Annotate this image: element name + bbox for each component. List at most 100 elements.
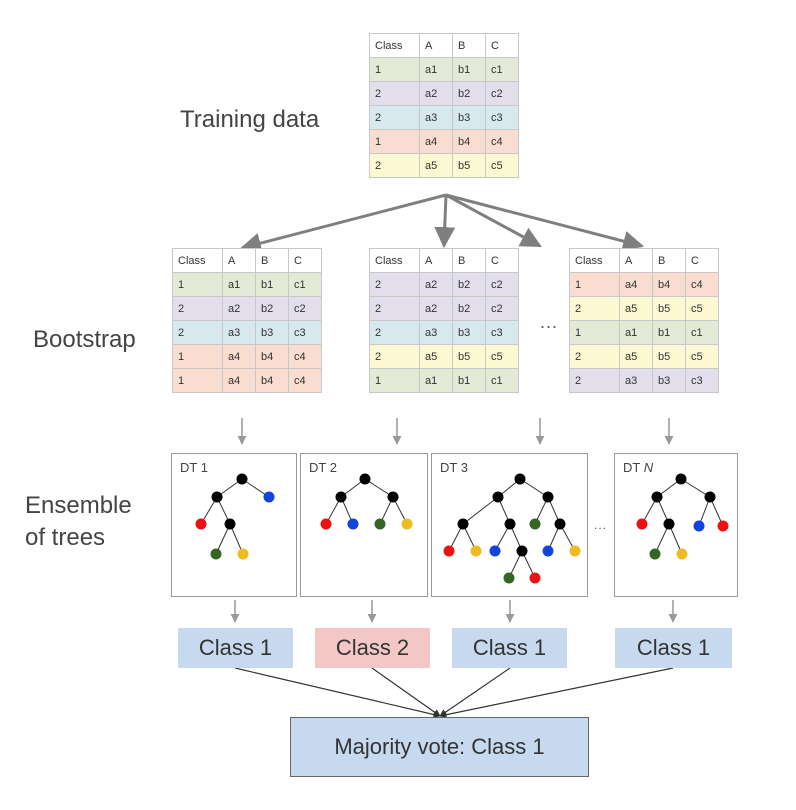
table-cell: 1: [569, 272, 620, 297]
tree-graph-dt3: [443, 473, 581, 584]
table-cell: b4: [452, 129, 486, 154]
tree-title-dt2: DT 2: [309, 460, 337, 475]
vote-arrow-2: [371, 667, 441, 717]
table-cell: a3: [419, 320, 453, 345]
table-cell: 1: [172, 344, 223, 369]
tree-title-dt1: DT 1: [180, 460, 208, 475]
table-cell: b3: [255, 320, 289, 345]
table-cell: c4: [485, 129, 519, 154]
header-cell: A: [222, 248, 256, 273]
header-cell: C: [288, 248, 322, 273]
tree-leaf-yellow: [470, 545, 482, 557]
table-cell: 2: [369, 344, 420, 369]
result-class-dtn: Class 1: [615, 628, 732, 668]
table-cell: a1: [419, 368, 453, 393]
ensemble-label-line2: of trees: [25, 524, 106, 551]
tree-node: [675, 473, 687, 485]
table-cell: c4: [685, 272, 719, 297]
table-cell: c1: [485, 57, 519, 82]
tree-nodes-dt3: [443, 473, 581, 584]
table-cell: b2: [452, 81, 486, 106]
table-cell: a1: [222, 272, 256, 297]
header-cell: A: [419, 248, 453, 273]
vote-arrow-1: [234, 667, 441, 719]
tree-graph-dt1: [195, 473, 275, 560]
arrow-to-bootstrap-1: [239, 193, 447, 254]
result-class-dt1: Class 1: [178, 628, 293, 668]
tree-graph-dtn: [636, 473, 729, 560]
table-cell: a5: [619, 344, 653, 369]
tree-leaf-yellow: [569, 545, 581, 557]
header-cell: B: [452, 33, 486, 58]
tree-graph-dt2: [320, 473, 413, 530]
ensemble-label-line1: Ensemble: [25, 492, 132, 519]
bootstrap-label: Bootstrap: [33, 326, 136, 353]
tree-box-dt1: DT 1: [171, 453, 297, 597]
tree-node: [542, 491, 554, 503]
table-cell: b1: [452, 57, 486, 82]
table-cell: c4: [288, 344, 322, 369]
table-cell: b2: [452, 296, 486, 321]
table-cell: 2: [369, 272, 420, 297]
arrow-to-bootstrap-2: [434, 194, 456, 249]
tree-leaf-blue: [542, 545, 554, 557]
table-cell: 2: [369, 153, 420, 178]
tree-nodes-dt2: [320, 473, 413, 530]
tree-node: [335, 491, 347, 503]
table-cell: a5: [619, 296, 653, 321]
table-cell: 2: [369, 296, 420, 321]
tree-leaf-yellow: [676, 548, 688, 560]
table-cell: c1: [485, 368, 519, 393]
tree-node: [516, 545, 528, 557]
majority-vote-box: Majority vote: Class 1: [290, 717, 589, 777]
tree-nodes-dtn: [636, 473, 729, 560]
header-cell: C: [485, 248, 519, 273]
table-cell: c3: [485, 320, 519, 345]
table-cell: b4: [255, 344, 289, 369]
tree-title-dt3: DT 3: [440, 460, 468, 475]
table-cell: a4: [619, 272, 653, 297]
tree-node: [359, 473, 371, 485]
table-cell: c3: [288, 320, 322, 345]
table-cell: a4: [222, 344, 256, 369]
tree-leaf-green: [649, 548, 661, 560]
table-cell: c5: [485, 344, 519, 369]
tree-leaf-yellow: [401, 518, 413, 530]
tree-leaf-red: [529, 572, 541, 584]
header-cell: B: [652, 248, 686, 273]
header-cell: C: [685, 248, 719, 273]
table-cell: 2: [569, 344, 620, 369]
table-cell: 1: [569, 320, 620, 345]
tree-node: [663, 518, 675, 530]
table-cell: 1: [172, 272, 223, 297]
header-cell: Class: [369, 33, 420, 58]
table-cell: c5: [685, 296, 719, 321]
header-cell: C: [485, 33, 519, 58]
table-cell: c5: [485, 153, 519, 178]
tree-leaf-blue: [347, 518, 359, 530]
tree-node: [504, 518, 516, 530]
header-cell: A: [419, 33, 453, 58]
table-cell: b5: [452, 344, 486, 369]
tree-node: [704, 491, 716, 503]
tree-leaf-red: [443, 545, 455, 557]
table-cell: 1: [172, 368, 223, 393]
table-cell: a2: [419, 272, 453, 297]
table-cell: a3: [419, 105, 453, 130]
table-cell: a2: [222, 296, 256, 321]
table-cell: 1: [369, 57, 420, 82]
table-cell: 2: [369, 320, 420, 345]
table-cell: 2: [369, 81, 420, 106]
table-cell: b2: [452, 272, 486, 297]
